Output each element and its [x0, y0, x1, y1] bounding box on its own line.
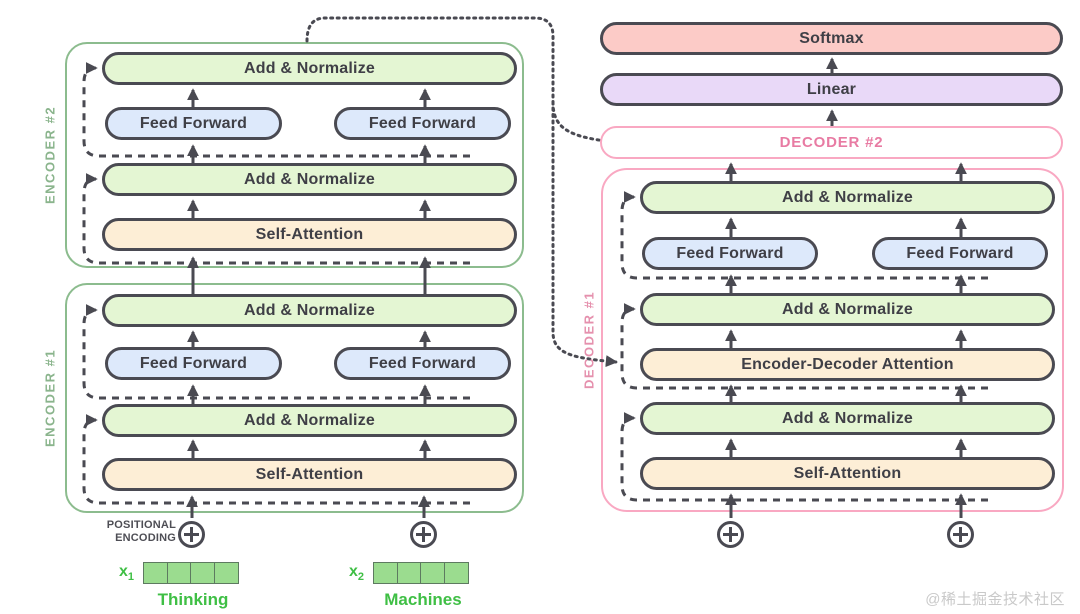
- encoder1-self-attention: Self-Attention: [102, 458, 517, 491]
- decoder1-feed-forward-left: Feed Forward: [642, 237, 818, 270]
- encoder2-add-normalize-bottom: Add & Normalize: [102, 163, 517, 196]
- embedding-cell: [443, 562, 469, 584]
- token1-var-letter: x: [119, 563, 128, 580]
- plus-circle-icon: [717, 521, 744, 548]
- embedding-cell: [396, 562, 422, 584]
- encoder1-feed-forward-left: Feed Forward: [105, 347, 282, 380]
- positional-encoding-label: POSITIONAL ENCODING: [96, 519, 176, 545]
- encoder2-self-attention: Self-Attention: [102, 218, 517, 251]
- encoder1-label: ENCODER #1: [42, 348, 58, 448]
- plus-circle-icon: [410, 521, 437, 548]
- embedding-cell: [190, 562, 215, 584]
- encoder2-feed-forward-left: Feed Forward: [105, 107, 282, 140]
- encoder1-add-normalize-top: Add & Normalize: [102, 294, 517, 327]
- token2-var-letter: x: [349, 563, 358, 580]
- embedding-cell: [166, 562, 192, 584]
- decoder1-add-normalize-bottom: Add & Normalize: [640, 402, 1055, 435]
- softmax-block: Softmax: [600, 22, 1063, 55]
- encoder-decoder-connections: [305, 16, 618, 368]
- token2-embedding: [373, 562, 469, 584]
- residual-connections: [82, 62, 988, 505]
- token1-variable: x1: [119, 563, 134, 583]
- token1-var-subscript: 1: [127, 571, 135, 584]
- decoder1-feed-forward-right: Feed Forward: [872, 237, 1048, 270]
- token2-word: Machines: [384, 590, 462, 609]
- watermark: @稀土掘金技术社区: [925, 591, 1065, 608]
- plus-circle-icon: [947, 521, 974, 548]
- token2-variable: x2: [349, 563, 364, 583]
- embedding-cell: [373, 562, 398, 584]
- encoder1-add-normalize-bottom: Add & Normalize: [102, 404, 517, 437]
- positional-encoding-line2: ENCODING: [115, 532, 176, 544]
- positional-encoding-line1: POSITIONAL: [106, 519, 176, 531]
- decoder1-self-attention: Self-Attention: [640, 457, 1055, 490]
- embedding-cell: [420, 562, 445, 584]
- decoder1-encoder-decoder-attention: Encoder-Decoder Attention: [640, 348, 1055, 381]
- encoder1-feed-forward-right: Feed Forward: [334, 347, 511, 380]
- embedding-cell: [213, 562, 239, 584]
- encoder2-label: ENCODER #2: [42, 105, 58, 205]
- decoder2-collapsed: DECODER #2: [600, 126, 1063, 159]
- decoder1-add-normalize-top: Add & Normalize: [640, 181, 1055, 214]
- decoder1-label: DECODER #1: [581, 290, 597, 390]
- token1-word: Thinking: [157, 590, 229, 609]
- token1-embedding: [143, 562, 239, 584]
- encoder2-feed-forward-right: Feed Forward: [334, 107, 511, 140]
- decoder1-add-normalize-mid: Add & Normalize: [640, 293, 1055, 326]
- plus-circle-icon: [178, 521, 205, 548]
- decoder1-box: [601, 168, 1064, 512]
- embedding-cell: [143, 562, 168, 584]
- encoder2-add-normalize-top: Add & Normalize: [102, 52, 517, 85]
- token2-var-subscript: 2: [357, 571, 365, 584]
- linear-block: Linear: [600, 73, 1063, 106]
